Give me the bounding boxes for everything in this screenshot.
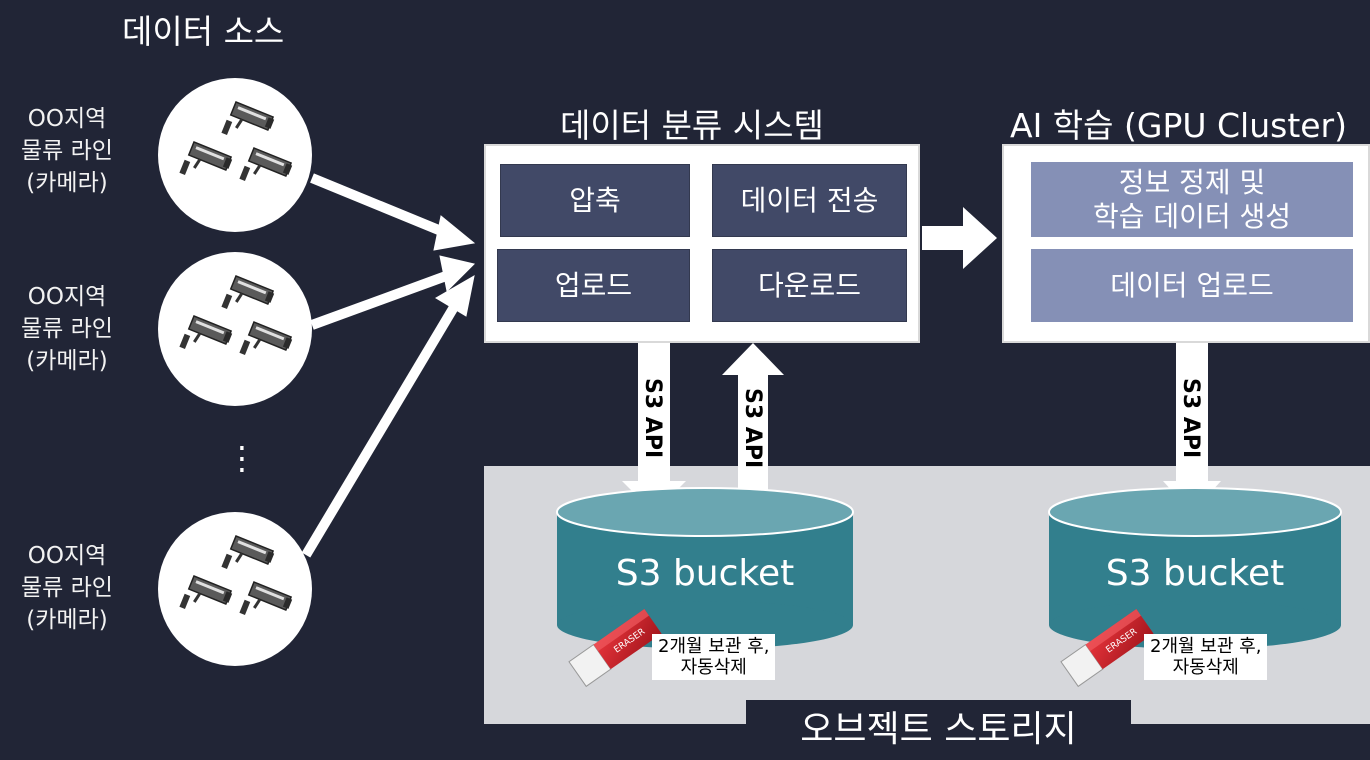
object-storage-title: 오브젝트 스토리지: [746, 700, 1131, 755]
cctv-camera: [239, 147, 293, 182]
data-source-title: 데이터 소스: [122, 12, 285, 51]
cctv-camera-icon: [179, 101, 293, 182]
source-arrows: [301, 173, 476, 558]
cctv-camera: [221, 275, 275, 310]
arrow-2-shaft: [310, 271, 448, 330]
retention-note-1: 2개월 보관 후, 자동삭제: [652, 634, 776, 680]
refine-generate-box: 정보 정제 및 학습 데이터 생성: [1031, 162, 1353, 237]
download-box: 다운로드: [712, 249, 907, 322]
camera-group-3: [158, 512, 312, 666]
camera-group-2: [158, 252, 312, 406]
arrow-1-shaft: [310, 173, 448, 238]
s3-bucket-2-cylinder: [1048, 487, 1342, 649]
arrow-1-head: [433, 215, 476, 251]
classifier-title: 데이터 분류 시스템: [560, 106, 824, 145]
cctv-camera: [239, 581, 293, 616]
cctv-camera: [221, 535, 275, 570]
compress-box: 압축: [500, 164, 690, 237]
arrow-3-shaft: [301, 304, 459, 558]
cctv-camera: [221, 101, 275, 136]
bucket-2-label-wrap: S3 bucket: [1049, 553, 1341, 594]
cctv-camera-icon: [179, 535, 293, 616]
s3-bucket-1-label: S3 bucket: [615, 553, 795, 594]
data-upload-box: 데이터 업로드: [1031, 249, 1353, 322]
s3-bucket-2-label: S3 bucket: [1105, 553, 1285, 594]
to-training-arrow: [922, 207, 997, 269]
cctv-camera: [179, 141, 233, 176]
cctv-camera-icon: [179, 275, 293, 356]
download-up-arrow: [722, 343, 784, 513]
cctv-camera: [179, 315, 233, 350]
retention-note-2: 2개월 보관 후, 자동삭제: [1144, 634, 1268, 680]
upload-box: 업로드: [497, 249, 690, 322]
cctv-camera: [179, 575, 233, 610]
arrow-2-head: [439, 255, 475, 293]
training-title: AI 학습 (GPU Cluster): [1010, 106, 1347, 145]
eraser-icon: ERASER: [1060, 609, 1154, 688]
s3-api-label-upload: S3 API: [640, 378, 665, 459]
upload-down-arrow: [622, 343, 686, 513]
s3-api-label-training: S3 API: [1178, 378, 1203, 459]
data-transfer-box: 데이터 전송: [712, 164, 907, 237]
s3-api-label-download: S3 API: [740, 388, 765, 469]
camera-group-1: [158, 78, 312, 232]
bucket-1-label-wrap: S3 bucket: [557, 553, 853, 594]
training-down-arrow: [1163, 343, 1221, 513]
arrow-3-head: [435, 275, 475, 317]
cctv-camera: [239, 321, 293, 356]
